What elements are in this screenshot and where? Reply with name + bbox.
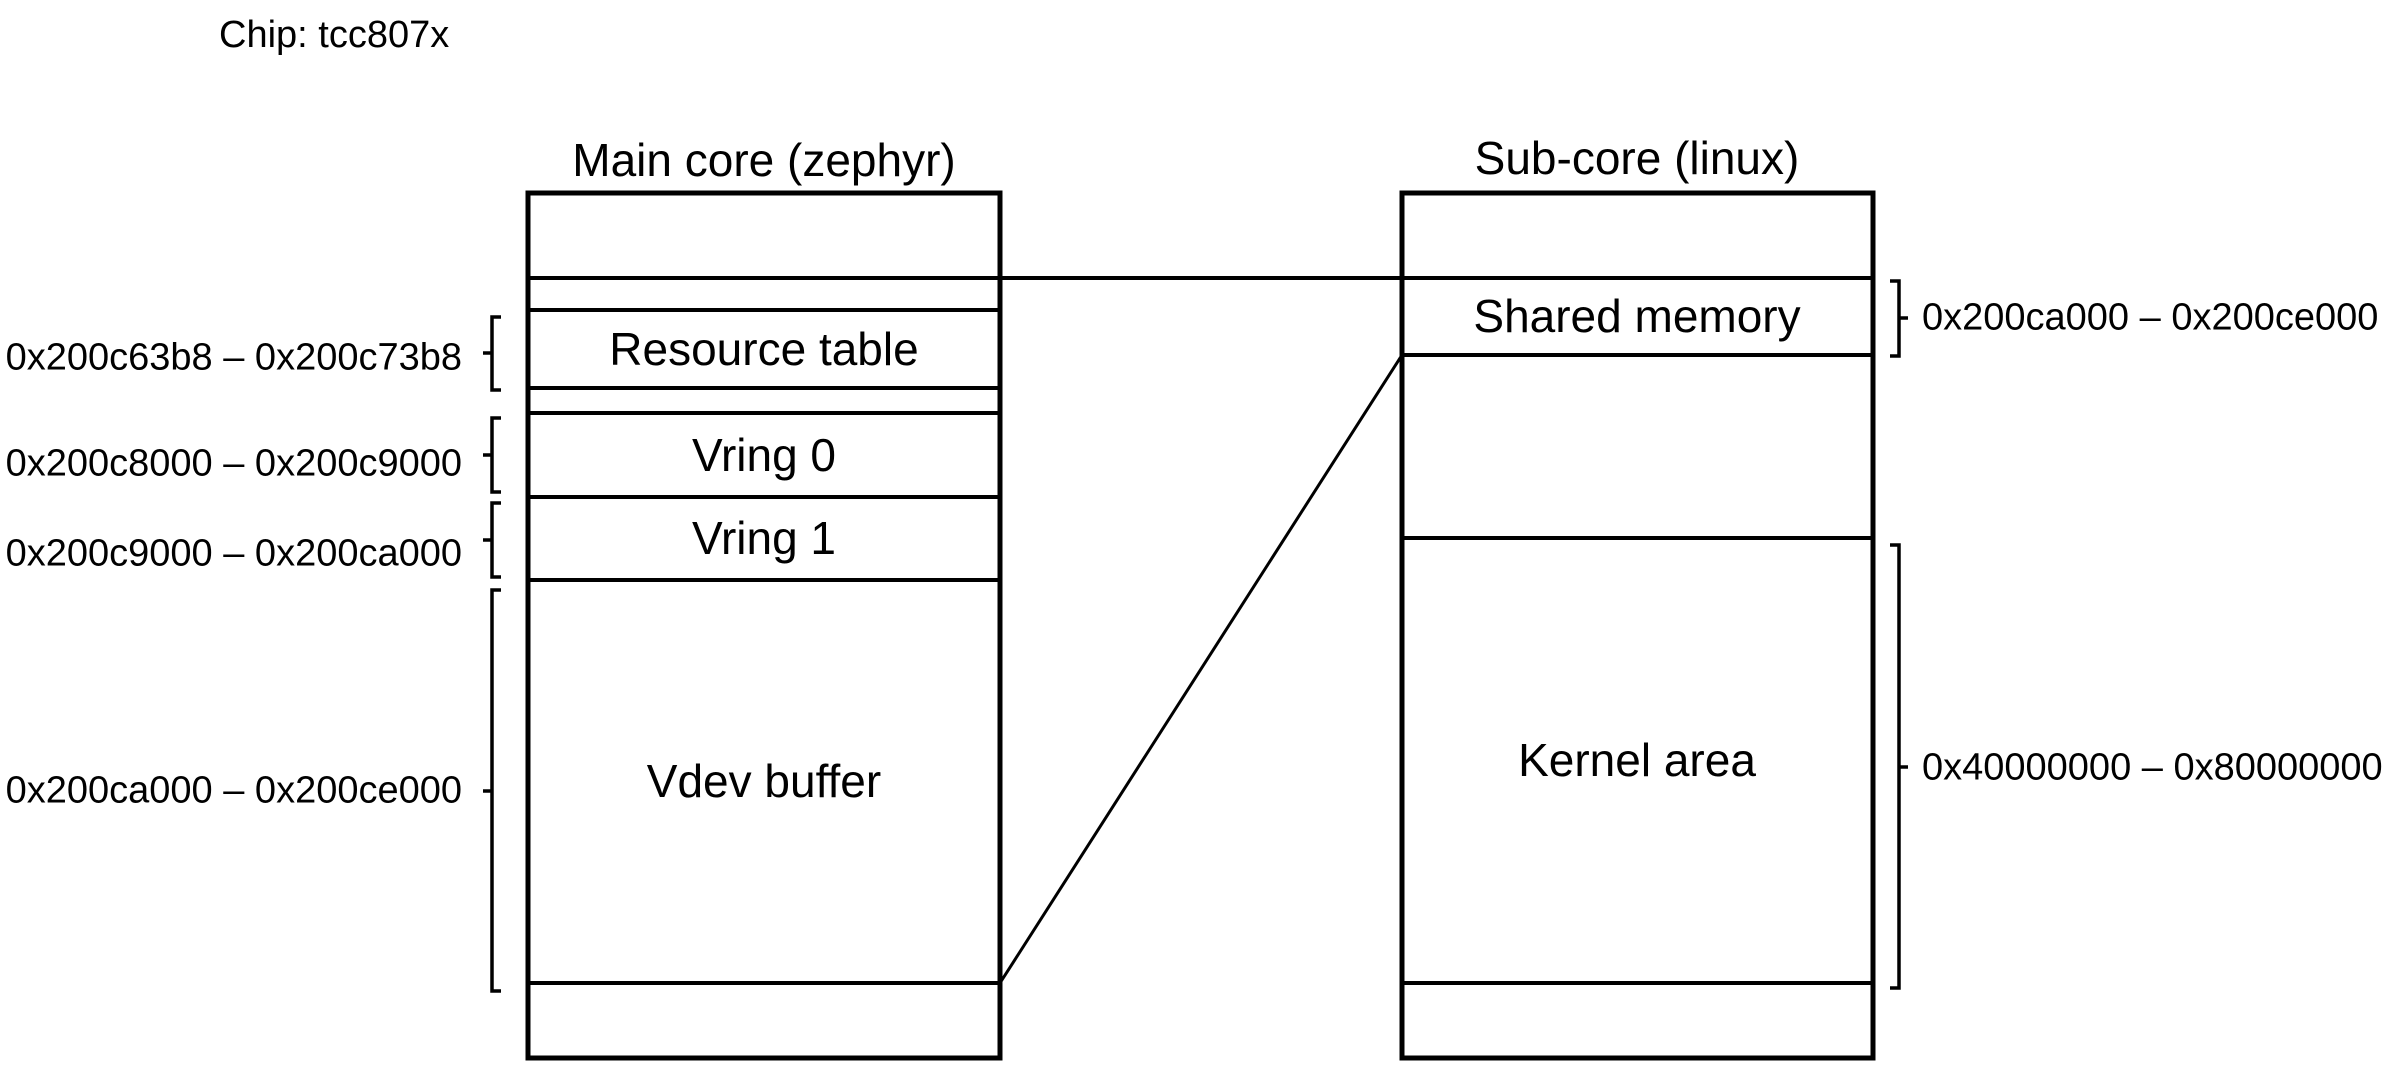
vring0-brace xyxy=(483,416,501,494)
chip-title: Chip: tcc807x xyxy=(219,14,450,56)
vdev-buffer-section-label: Vdev buffer xyxy=(646,755,882,807)
shared-memory-brace xyxy=(1890,279,1908,358)
shared-memory-address-range: 0x200ca000 – 0x200ce000 xyxy=(1922,296,2379,339)
kernel-area-brace xyxy=(1890,543,1908,990)
vring1-address-range: 0x200c9000 – 0x200ca000 xyxy=(5,532,462,575)
vring0-section-label: Vring 0 xyxy=(691,429,837,481)
shared-memory-section-label: Shared memory xyxy=(1473,290,1801,342)
resource-table-address-range: 0x200c63b8 – 0x200c73b8 xyxy=(5,336,462,379)
main-core-box xyxy=(525,190,1003,1061)
vdev-buffer-address-range: 0x200ca000 – 0x200ce000 xyxy=(5,769,462,812)
kernel-area-address-range: 0x40000000 – 0x80000000 xyxy=(1922,746,2383,789)
vdev-to-shared-memory-diagonal-line xyxy=(998,354,1404,984)
vring1-section-label: Vring 1 xyxy=(691,512,837,564)
main-core-title: Main core (zephyr) xyxy=(572,134,956,186)
resource-table-section-label: Resource table xyxy=(609,323,919,375)
vring1-brace xyxy=(483,501,501,579)
kernel-area-section-label: Kernel area xyxy=(1518,734,1756,786)
vring0-address-range: 0x200c8000 – 0x200c9000 xyxy=(5,442,462,485)
sub-core-box xyxy=(1399,190,1876,1061)
sub-core-title: Sub-core (linux) xyxy=(1474,132,1800,184)
resource-table-brace xyxy=(483,315,501,392)
vdev-buffer-brace xyxy=(483,588,501,993)
